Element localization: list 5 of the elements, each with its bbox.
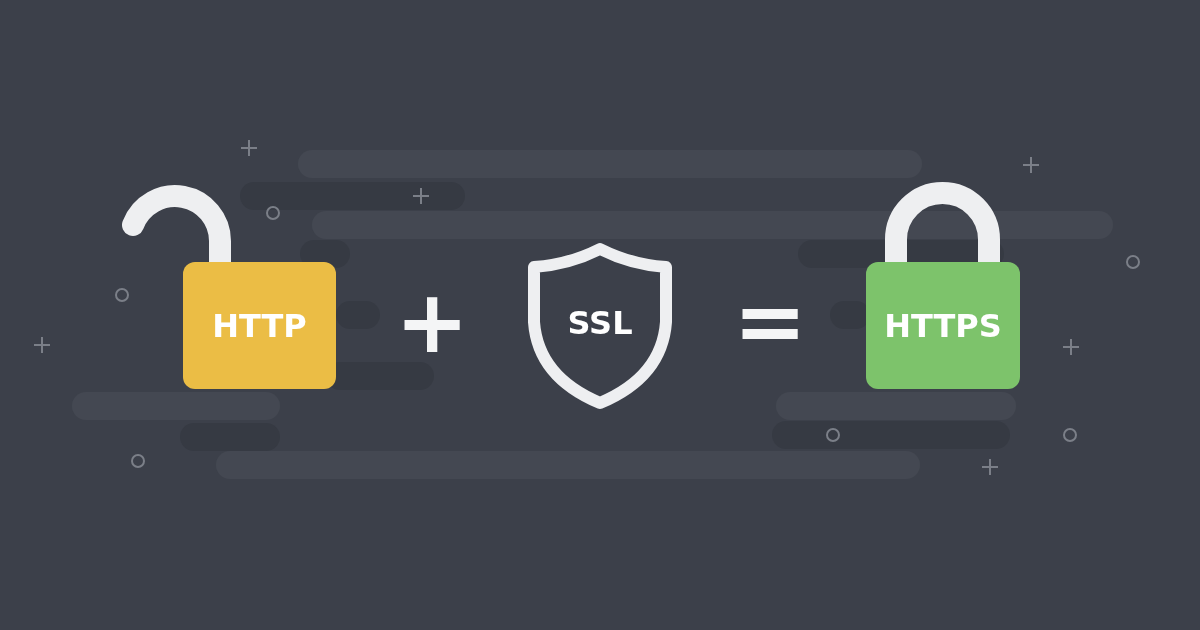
equals-sign: = — [733, 278, 807, 366]
lock-label: HTTPS — [884, 309, 1002, 342]
lock-label: HTTP — [212, 309, 307, 342]
shield-label: SSL — [567, 307, 633, 339]
plus-sign: + — [395, 278, 469, 366]
